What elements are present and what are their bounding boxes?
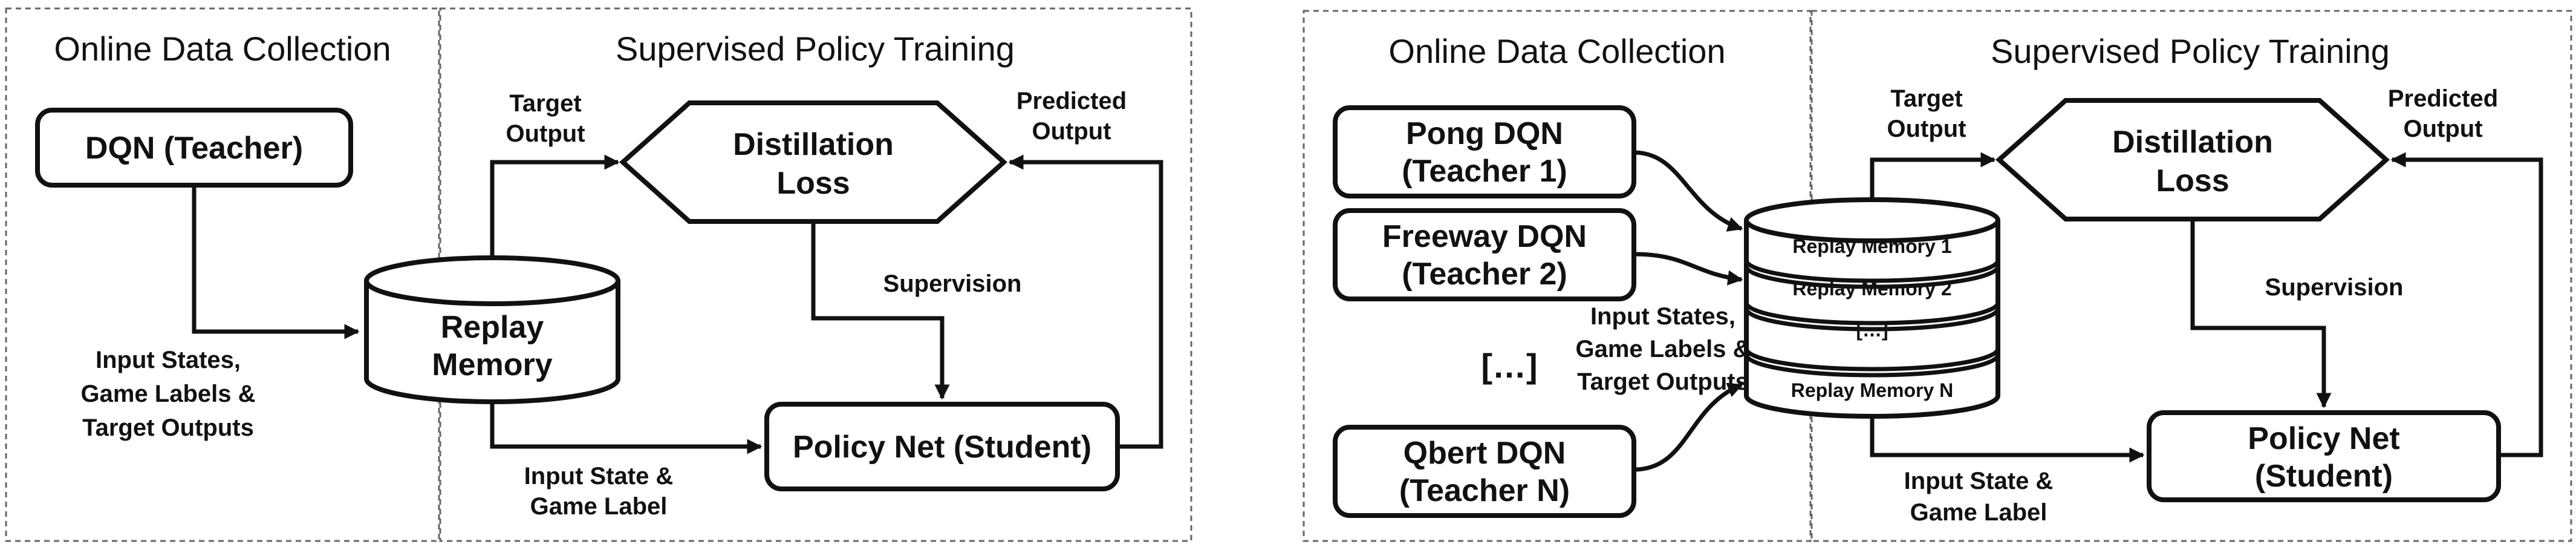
right-teacher-n-label-line1: Qbert DQN	[1403, 436, 1566, 471]
right-teacher-n-label-line2: (Teacher N)	[1399, 473, 1570, 508]
right-input-states-label-line2: Game Labels &	[1575, 336, 1750, 362]
right-teacher-2-arrow	[1633, 252, 1743, 286]
right-replay-memory-2-label: Replay Memory 2	[1792, 278, 1951, 300]
right-loss-label-line1: Distillation	[2112, 125, 2273, 160]
right-supervision-arrow	[2190, 219, 2332, 408]
left-loss-label-line2: Loss	[776, 166, 850, 201]
left-target-output-arrow	[490, 154, 620, 258]
left-predicted-output-arrow	[1008, 154, 1163, 449]
right-student-label-line2: (Student)	[2255, 459, 2393, 494]
right-input-state-label-line1: Input State &	[1904, 468, 2054, 494]
left-target-output-label-line1: Target	[509, 90, 581, 117]
right-teacher-1-arrow	[1633, 150, 1743, 232]
right-target-output-label-line1: Target	[1890, 85, 1962, 112]
right-teacher-n-arrow	[1633, 382, 1743, 472]
left-input-state-label-line1: Input State &	[524, 463, 674, 490]
left-memory-label-line2: Memory	[432, 347, 552, 382]
right-teachers-ellipsis: […]	[1481, 347, 1537, 385]
right-replay-memory-1-label: Replay Memory 1	[1792, 235, 1951, 257]
right-replay-memory-n-label: Replay Memory N	[1791, 379, 1954, 401]
left-loss-label-line1: Distillation	[733, 127, 894, 162]
left-input-states-label-line1: Input States,	[96, 347, 241, 373]
left-supervision-arrow	[811, 221, 950, 400]
right-student-label-line1: Policy Net	[2248, 421, 2399, 456]
right-predicted-output-label-line1: Predicted	[2388, 85, 2498, 112]
right-training-title: Supervised Policy Training	[1991, 32, 2390, 70]
left-diagram: Online Data Collection Supervised Policy…	[5, 7, 1192, 542]
right-loss-label-line2: Loss	[2156, 163, 2229, 198]
left-collection-title: Online Data Collection	[54, 30, 391, 68]
right-teacher-1-label-line1: Pong DQN	[1406, 116, 1563, 151]
right-replay-memory-ellipsis: […]	[1856, 319, 1888, 341]
right-input-states-label-line1: Input States,	[1590, 303, 1735, 330]
right-supervision-label: Supervision	[2265, 274, 2404, 301]
right-input-state-label-line2: Game Label	[1910, 499, 2047, 526]
right-predicted-output-arrow	[2390, 152, 2543, 457]
left-memory-label-line1: Replay	[441, 310, 544, 345]
left-training-panel	[439, 7, 1192, 542]
right-teacher-2-label-line2: (Teacher 2)	[1402, 257, 1567, 292]
left-teacher-label: DQN (Teacher)	[85, 131, 303, 166]
right-collection-title: Online Data Collection	[1388, 32, 1725, 70]
right-diagram: Online Data Collection Supervised Policy…	[1303, 10, 2572, 542]
right-distillation-loss-hexagon	[1995, 98, 2390, 221]
right-target-output-arrow	[1870, 152, 1996, 200]
left-distillation-loss-hexagon	[619, 100, 1008, 224]
right-input-states-label-line3: Target Outputs	[1577, 368, 1749, 395]
left-predicted-output-label-line1: Predicted	[1016, 88, 1127, 114]
right-teacher-1-label-line2: (Teacher 1)	[1402, 154, 1567, 189]
left-input-state-label-line2: Game Label	[530, 493, 668, 520]
left-target-output-label-line2: Output	[506, 120, 585, 147]
left-input-states-label-line3: Target Outputs	[82, 414, 254, 441]
right-collection-panel	[1303, 10, 1812, 542]
left-supervision-label: Supervision	[883, 270, 1022, 297]
left-predicted-output-label-line2: Output	[1032, 118, 1111, 145]
left-training-title: Supervised Policy Training	[616, 30, 1015, 68]
left-student-label: Policy Net (Student)	[793, 430, 1091, 465]
left-input-state-arrow	[490, 402, 763, 454]
right-target-output-label-line2: Output	[1887, 116, 1966, 142]
left-teacher-to-memory-arrow	[192, 185, 360, 339]
right-predicted-output-label-line2: Output	[2403, 116, 2482, 142]
right-input-state-arrow	[1870, 416, 2145, 463]
left-input-states-label-line2: Game Labels &	[80, 381, 255, 407]
right-teacher-2-label-line1: Freeway DQN	[1382, 219, 1587, 254]
